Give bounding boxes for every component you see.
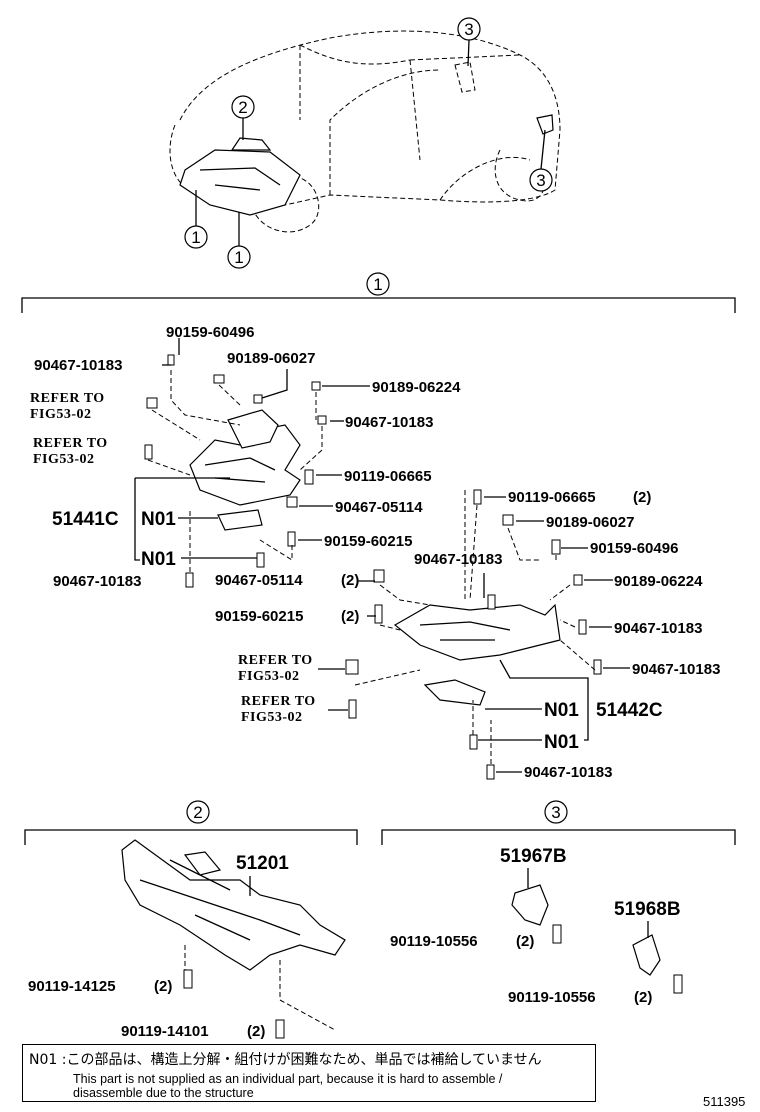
- part-90189-06027-a: 90189-06027: [227, 350, 315, 367]
- svg-text:1: 1: [234, 248, 243, 267]
- illustration-code: 511395: [703, 1094, 746, 1109]
- refer-to-label-3: REFER TO: [238, 653, 313, 668]
- part-90467-10183-c: 90467-10183: [53, 573, 141, 590]
- part-90119-10556-a: 90119-10556: [390, 933, 478, 950]
- qty-90119-10556-a: (2): [516, 933, 534, 950]
- n01-note-box: N01 :この部品は、構造上分解・組付けが困難なため、単品では補給していません …: [22, 1044, 596, 1102]
- part-51967B: 51967B: [500, 846, 567, 867]
- part-90467-05114-a: 90467-05114: [335, 499, 423, 516]
- part-90159-60215-a: 90159-60215: [324, 533, 412, 550]
- qty-90159-60215-b: (2): [341, 608, 359, 625]
- splash-shield-bracket-illustration: [511, 884, 683, 994]
- callout-car-2: 2: [231, 95, 255, 140]
- fasteners-section-2: [183, 969, 285, 1039]
- callout-car-1-right: 1: [227, 212, 251, 269]
- part-51201: 51201: [236, 853, 289, 874]
- svg-text:2: 2: [193, 803, 202, 822]
- part-51441C: 51441C: [52, 509, 119, 530]
- section-3-header: 3: [381, 800, 736, 845]
- note-japanese: N01 :この部品は、構造上分解・組付けが困難なため、単品では補給していません: [29, 1052, 542, 1068]
- part-90467-10183-e: 90467-10183: [614, 620, 702, 637]
- part-90467-10183-b: 90467-10183: [345, 414, 433, 431]
- part-90159-60215-b: 90159-60215: [215, 608, 303, 625]
- fig-ref-label-4: FIG53-02: [241, 710, 303, 725]
- part-90159-60496-b: 90159-60496: [590, 540, 678, 557]
- part-90467-10183-g: 90467-10183: [524, 764, 612, 781]
- section-2-header: 2: [24, 800, 358, 845]
- part-90189-06027-b: 90189-06027: [546, 514, 634, 531]
- svg-text:1: 1: [191, 228, 200, 247]
- part-90467-05114-b: 90467-05114: [215, 572, 303, 589]
- part-90119-06665-b: 90119-06665: [508, 489, 596, 506]
- fig-ref-label-3: FIG53-02: [238, 669, 300, 684]
- callout-car-3-top: 3: [457, 17, 481, 67]
- part-90189-06224-b: 90189-06224: [614, 573, 703, 590]
- qty-90119-10556-b: (2): [634, 989, 652, 1006]
- svg-text:1: 1: [373, 275, 382, 294]
- qty-90119-14101: (2): [247, 1023, 265, 1040]
- svg-text:3: 3: [536, 171, 545, 190]
- part-51968B: 51968B: [614, 899, 681, 920]
- n01-label-c: N01: [544, 700, 579, 721]
- qty-90119-14125: (2): [154, 978, 172, 995]
- n01-label-b: N01: [141, 549, 176, 570]
- refer-to-label-2: REFER TO: [33, 436, 108, 451]
- n01-label-d: N01: [544, 732, 579, 753]
- part-90189-06224-a: 90189-06224: [372, 379, 461, 396]
- part-90467-10183-d: 90467-10183: [414, 551, 502, 568]
- qty-90467-05114-b: (2): [341, 572, 359, 589]
- svg-text:3: 3: [464, 20, 473, 39]
- fig-ref-label-1: FIG53-02: [30, 407, 92, 422]
- undercover-front-illustration: [189, 409, 301, 531]
- part-90467-10183-a: 90467-10183: [34, 357, 122, 374]
- svg-text:2: 2: [238, 98, 247, 117]
- refer-to-label-1: REFER TO: [30, 391, 105, 406]
- leaders-section-1: [134, 338, 630, 773]
- part-90119-14101: 90119-14101: [121, 1023, 209, 1040]
- suspension-crossmember-illustration: [121, 839, 346, 1031]
- car-overview-illustration: [169, 30, 561, 233]
- part-90467-10183-f: 90467-10183: [632, 661, 720, 678]
- part-90159-60496-a: 90159-60496: [166, 324, 254, 341]
- refer-to-label-4: REFER TO: [241, 694, 316, 709]
- note-english-line-1: This part is not supplied as an individu…: [73, 1072, 503, 1086]
- part-51442C: 51442C: [596, 700, 663, 721]
- svg-text:3: 3: [551, 803, 560, 822]
- note-english: This part is not supplied as an individu…: [73, 1072, 502, 1100]
- n01-label-a: N01: [141, 509, 176, 530]
- fasteners-section-1: [144, 354, 602, 780]
- qty-90119-06665-b: (2): [633, 489, 651, 506]
- callout-car-3-side: 3: [529, 129, 553, 192]
- fig-ref-label-2: FIG53-02: [33, 452, 95, 467]
- callout-car-1-left: 1: [184, 190, 208, 249]
- undercover-rear-illustration: [393, 603, 561, 706]
- note-english-line-2: disassemble due to the structure: [73, 1086, 254, 1100]
- part-90119-10556-b: 90119-10556: [508, 989, 596, 1006]
- section-1-header: 1: [21, 272, 736, 313]
- part-90119-14125: 90119-14125: [28, 978, 116, 995]
- part-90119-06665-a: 90119-06665: [344, 468, 432, 485]
